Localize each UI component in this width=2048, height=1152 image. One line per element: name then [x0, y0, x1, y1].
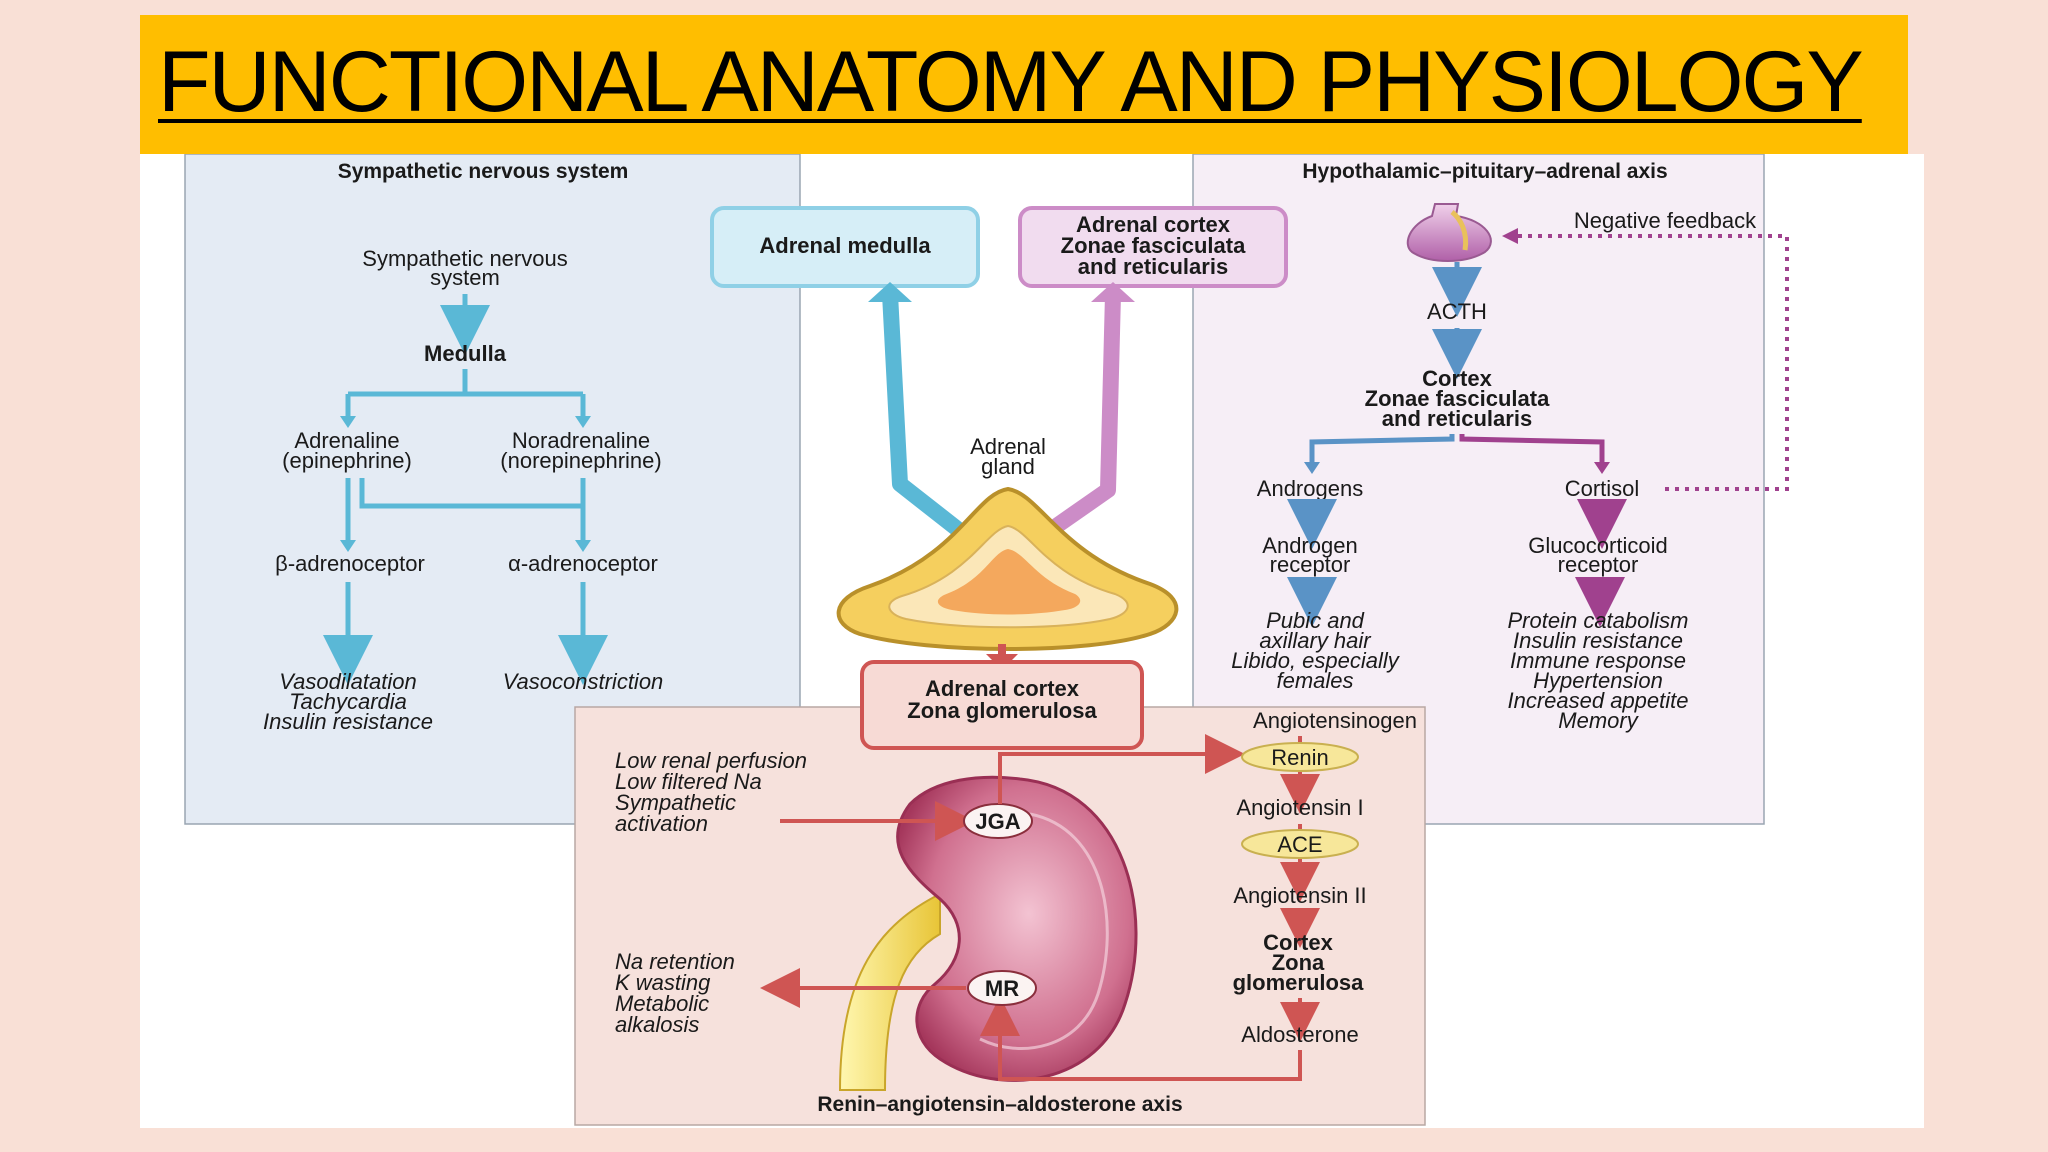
renin-label: Renin	[1271, 745, 1328, 770]
beta-arrowhead	[340, 540, 356, 552]
androgens-label: Androgens	[1257, 476, 1363, 501]
diagram-svg: Sympathetic nervous system Sympathetic n…	[184, 153, 1789, 1126]
adrenal-cortex-zg-line-1: Adrenal cortex	[925, 676, 1080, 701]
beta-effect-2: Tachycardia	[289, 689, 407, 714]
adrenal-cortex-zg-box	[860, 660, 1144, 750]
cortisol-arrowhead	[1594, 462, 1610, 474]
cortisol-effect-1: Protein catabolism	[1508, 608, 1689, 633]
raa-header: Renin–angiotensin–aldosterone axis	[817, 1093, 1182, 1116]
kidney	[896, 775, 1138, 1082]
adrenal-medulla-label: Adrenal medulla	[759, 233, 931, 258]
cortisol-label: Cortisol	[1565, 476, 1640, 501]
jga-to-renin-arrow	[998, 734, 1245, 804]
mr-effect-2: K wasting	[615, 970, 711, 995]
stimulus-2: Low filtered Na	[615, 769, 762, 794]
cortex-to-androgens-line	[1309, 434, 1455, 462]
angiotensinogen-label: Angiotensinogen	[1253, 708, 1417, 733]
adrenal-cortex-zg-line-2: Zona glomerulosa	[907, 698, 1097, 723]
adrenal-gland-line-1: Adrenal	[970, 434, 1046, 459]
noradrenaline-arrowhead	[575, 416, 591, 428]
adrenal-cortex-fr-box	[1018, 206, 1288, 288]
mr-ellipse	[967, 970, 1037, 1006]
beta-effect-3: Insulin resistance	[263, 709, 433, 734]
receptor-lines	[345, 478, 586, 540]
cortex-fr-thick-arrow	[1040, 293, 1121, 541]
hpa-cortex-line-3: and reticularis	[1382, 406, 1532, 431]
cortex-to-cortisol-line	[1459, 434, 1605, 462]
angiotensin-1-label: Angiotensin I	[1236, 795, 1363, 820]
alpha-arrowhead	[575, 540, 591, 552]
beta-adrenoceptor: β-adrenoceptor	[275, 551, 425, 576]
cortisol-effect-2: Insulin resistance	[1513, 628, 1683, 653]
glucocorticoid-receptor-line-1: Glucocorticoid	[1528, 533, 1667, 558]
mr-effect-3: Metabolic	[615, 991, 709, 1016]
endocrine-diagram: Sympathetic nervous system Sympathetic n…	[140, 153, 1924, 1128]
raa-cortex-line-3: glomerulosa	[1233, 970, 1365, 995]
adrenal-cortex-fr-line-2: Zonae fasciculata	[1061, 233, 1246, 258]
alpha-adrenoceptor: α-adrenoceptor	[508, 551, 658, 576]
slide-title: FUNCTIONAL ANATOMY AND PHYSIOLOGY	[158, 34, 1864, 130]
adrenal-gland-medulla	[937, 549, 1081, 615]
ace-ellipse	[1241, 829, 1359, 859]
cortisol-effect-3: Immune response	[1510, 648, 1686, 673]
mr-label: MR	[985, 976, 1019, 1001]
adrenal-cortex-fr-line-1: Adrenal cortex	[1076, 212, 1231, 237]
title-bar: FUNCTIONAL ANATOMY AND PHYSIOLOGY	[140, 15, 1908, 154]
hpa-cortex-line-2: Zonae fasciculata	[1365, 386, 1550, 411]
androgen-effect-3: Libido, especially	[1231, 648, 1401, 673]
cortisol-effect-6: Memory	[1558, 708, 1639, 733]
sns-source-line-2: system	[430, 265, 500, 290]
aldosterone-to-mr-arrow	[980, 996, 1302, 1081]
androgen-effect-2: axillary hair	[1259, 628, 1372, 653]
sns-source-line-1: Sympathetic nervous	[362, 246, 567, 271]
stimulus-4: activation	[615, 811, 708, 836]
acth-label: ACTH	[1427, 299, 1487, 324]
negative-feedback-label: Negative feedback	[1574, 208, 1757, 233]
negative-feedback-arrowhead	[1502, 228, 1518, 244]
pituitary-stalk	[1450, 210, 1469, 251]
androgen-effect-4: females	[1276, 668, 1353, 693]
hpa-cortex-line-1: Cortex	[1422, 366, 1492, 391]
renin-ellipse	[1241, 742, 1359, 772]
medulla-split-lines	[345, 369, 586, 416]
medulla-label: Medulla	[424, 341, 507, 366]
mr-effect-1: Na retention	[615, 949, 735, 974]
kidney-highlight	[979, 812, 1109, 1051]
ace-label: ACE	[1277, 832, 1322, 857]
adrenaline-line-2: (epinephrine)	[282, 448, 412, 473]
raa-cortex-line-2: Zona	[1272, 950, 1325, 975]
raa-cortex-line-1: Cortex	[1263, 930, 1333, 955]
adrenaline-arrowhead	[340, 416, 356, 428]
adrenaline-line-1: Adrenaline	[294, 428, 399, 453]
androgens-arrowhead	[1304, 462, 1320, 474]
androgen-receptor-line-1: Androgen	[1262, 533, 1357, 558]
negative-feedback-dashed-line	[1515, 234, 1789, 491]
alpha-effect-1: Vasoconstriction	[503, 669, 664, 694]
hpa-header: Hypothalamic–pituitary–adrenal axis	[1302, 160, 1667, 183]
sns-header: Sympathetic nervous system	[338, 160, 629, 183]
aldosterone-label: Aldosterone	[1241, 1022, 1358, 1047]
glucocorticoid-receptor-line-2: receptor	[1558, 552, 1639, 577]
noradrenaline-line-2: (norepinephrine)	[500, 448, 661, 473]
androgen-receptor-line-2: receptor	[1270, 552, 1351, 577]
adrenal-gland-line-2: gland	[981, 454, 1035, 479]
jga-label: JGA	[975, 809, 1020, 834]
beta-effect-1: Vasodilatation	[279, 669, 416, 694]
mr-effect-4: alkalosis	[615, 1012, 699, 1037]
angiotensin-2-label: Angiotensin II	[1233, 883, 1366, 908]
pituitary-gland	[1406, 203, 1492, 262]
adrenal-cortex-fr-line-3: and reticularis	[1078, 254, 1228, 279]
noradrenaline-line-1: Noradrenaline	[512, 428, 650, 453]
stimulus-1: Low renal perfusion	[615, 748, 807, 773]
cortisol-effect-5: Increased appetite	[1507, 688, 1688, 713]
cortex-fr-thick-arrowhead	[1091, 282, 1135, 302]
stimulus-3: Sympathetic	[615, 790, 736, 815]
androgen-effect-1: Pubic and	[1266, 608, 1365, 633]
cortisol-effect-4: Hypertension	[1533, 668, 1663, 693]
medulla-thick-arrowhead	[868, 282, 912, 302]
adrenal-medulla-box	[710, 206, 980, 288]
